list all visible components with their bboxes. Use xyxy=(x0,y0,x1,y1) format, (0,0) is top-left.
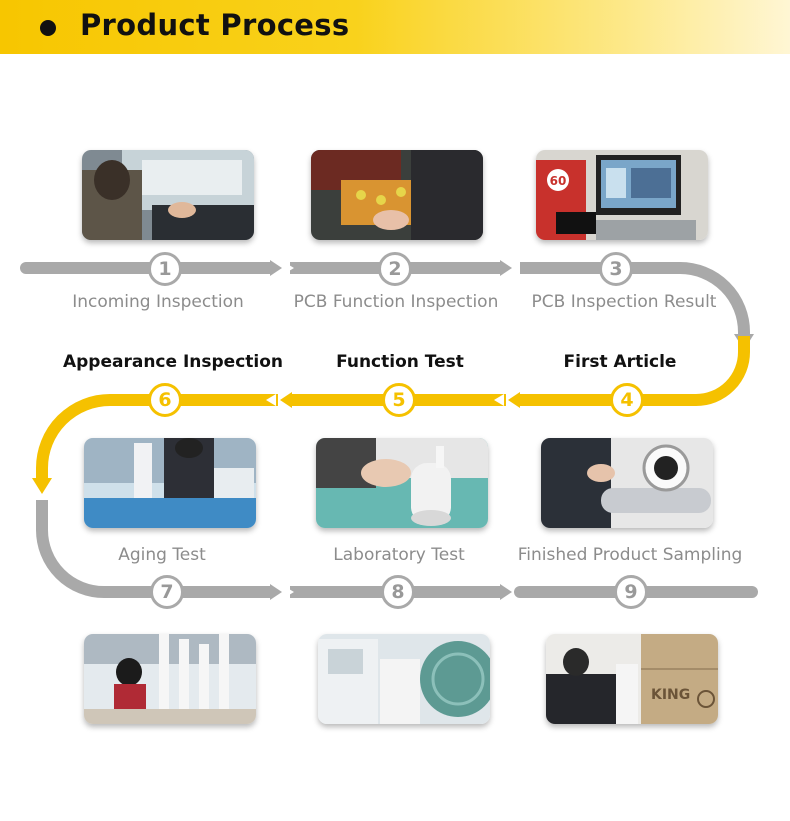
aging-test-photo xyxy=(84,634,256,724)
step-label-laboratory-test: Laboratory Test xyxy=(333,545,465,565)
step-number-5: 5 xyxy=(382,383,416,417)
step-number-7: 7 xyxy=(150,575,184,609)
step-number-4: 4 xyxy=(610,383,644,417)
appearance-inspection-photo xyxy=(84,438,256,528)
function-test-photo xyxy=(316,438,488,528)
box-brand-text: KING xyxy=(651,687,690,703)
step-number-8: 8 xyxy=(381,575,415,609)
page-title: Product Process xyxy=(80,8,350,42)
first-article-photo xyxy=(541,438,713,528)
step-label-finished-product-sampling: Finished Product Sampling xyxy=(517,545,743,565)
step-number-1: 1 xyxy=(148,252,182,286)
step-number-6: 6 xyxy=(148,383,182,417)
monitor-badge-text: 60 xyxy=(550,174,567,188)
step-number-2: 2 xyxy=(378,252,412,286)
header-banner: Product Process xyxy=(0,0,790,54)
finished-product-sampling-photo: KING xyxy=(546,634,718,724)
laboratory-test-photo xyxy=(318,634,490,724)
pcb-function-inspection-photo xyxy=(311,150,483,240)
step-number-3: 3 xyxy=(599,252,633,286)
step-label-incoming-inspection: Incoming Inspection xyxy=(72,292,244,312)
step-label-appearance-inspection: Appearance Inspection xyxy=(62,352,284,372)
step-number-9: 9 xyxy=(614,575,648,609)
step-label-aging-test: Aging Test xyxy=(118,545,206,565)
step-label-function-test: Function Test xyxy=(336,352,464,372)
step-label-pcb-inspection-result: PCB Inspection Result xyxy=(531,292,717,312)
step-label-pcb-function-inspection: PCB Function Inspection xyxy=(293,292,499,312)
bullet-dot-icon xyxy=(40,20,56,36)
pcb-inspection-result-photo: 60 xyxy=(536,150,708,240)
incoming-inspection-photo xyxy=(82,150,254,240)
step-label-first-article: First Article xyxy=(563,352,677,372)
